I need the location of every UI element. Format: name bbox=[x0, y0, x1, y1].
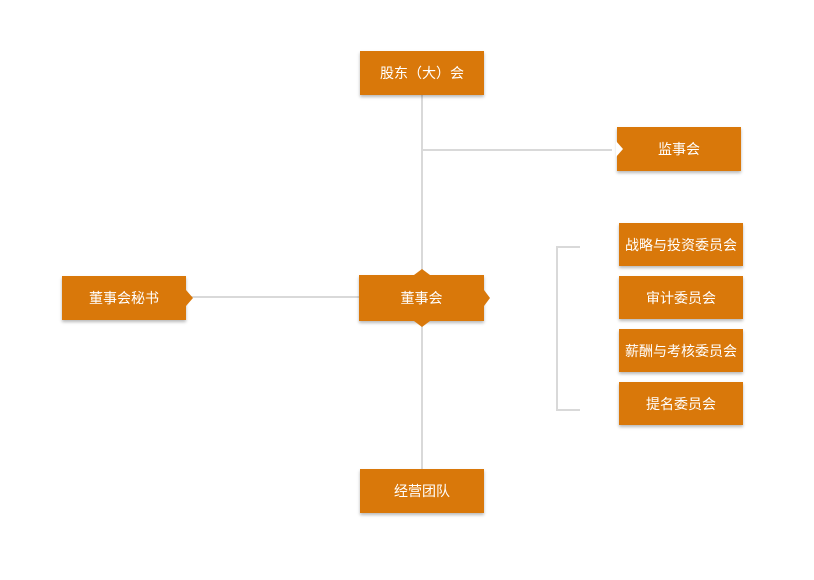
committee-audit-box: 审计委员会 bbox=[619, 276, 743, 319]
committee-strategy-investment-box: 战略与投资委员会 bbox=[619, 223, 743, 266]
committee-label: 薪酬与考核委员会 bbox=[625, 343, 737, 360]
committee-label: 战略与投资委员会 bbox=[625, 237, 737, 254]
shareholders-meeting-label: 股东（大）会 bbox=[380, 66, 464, 82]
board-secretary-box: 董事会秘书 bbox=[62, 276, 186, 320]
committee-bracket bbox=[556, 246, 580, 411]
board-of-directors-box: 董事会 bbox=[359, 275, 484, 321]
board-secretary-label: 董事会秘书 bbox=[89, 291, 159, 307]
management-team-box: 经营团队 bbox=[360, 469, 484, 513]
shareholders-meeting-box: 股东（大）会 bbox=[360, 51, 484, 95]
committee-remuneration-box: 薪酬与考核委员会 bbox=[619, 329, 743, 372]
supervisory-board-box: 监事会 bbox=[617, 127, 741, 171]
board-right-arrow bbox=[484, 290, 490, 306]
committee-nomination-box: 提名委员会 bbox=[619, 382, 743, 425]
committee-label: 提名委员会 bbox=[646, 396, 716, 413]
supervisory-board-label: 监事会 bbox=[658, 142, 700, 158]
management-team-label: 经营团队 bbox=[394, 484, 450, 500]
committee-label: 审计委员会 bbox=[646, 290, 716, 307]
board-of-directors-label: 董事会 bbox=[400, 291, 443, 307]
